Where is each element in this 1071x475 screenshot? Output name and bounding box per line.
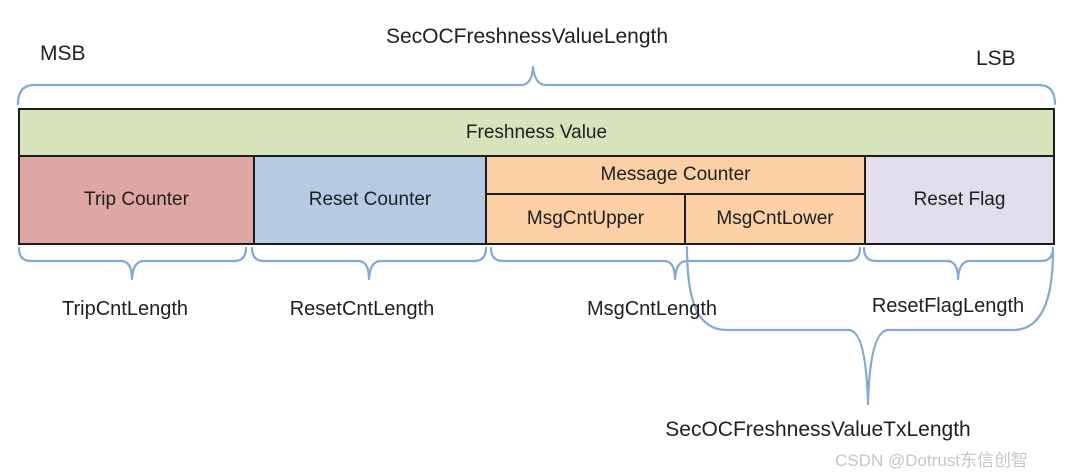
message-counter-group: Message Counter MsgCntUpper MsgCntLower — [487, 157, 866, 243]
trip-counter-cell: Trip Counter — [20, 157, 255, 243]
trip-length-label: TripCntLength — [62, 298, 188, 320]
reset-length-label: ResetCntLength — [289, 298, 435, 320]
msg-cnt-lower-cell: MsgCntLower — [686, 195, 864, 243]
message-counter-cell: Message Counter — [487, 157, 864, 195]
trip-brace — [17, 246, 248, 281]
message-counter-subrow: MsgCntUpper MsgCntLower — [487, 195, 864, 243]
msg-brace — [489, 246, 862, 281]
reset-counter-label: Reset Counter — [308, 189, 432, 210]
flag-brace — [862, 246, 1055, 281]
flag-length-label: ResetFlagLength — [871, 295, 1025, 317]
freshness-value-table: Freshness Value Trip Counter Reset Count… — [18, 108, 1055, 245]
msg-cnt-upper-cell: MsgCntUpper — [487, 195, 686, 243]
top-brace — [16, 65, 1057, 106]
top-length-label: SecOCFreshnessValueLength — [385, 25, 669, 48]
msg-cnt-lower-label: MsgCntLower — [716, 208, 834, 229]
message-counter-label: Message Counter — [600, 164, 751, 185]
freshness-value-label: Freshness Value — [465, 121, 608, 143]
trip-counter-label: Trip Counter — [84, 189, 189, 210]
reset-brace — [250, 246, 488, 281]
tx-length-label: SecOCFreshnessValueTxLength — [665, 418, 971, 441]
tx-brace — [685, 245, 1055, 406]
lsb-label: LSB — [976, 47, 1016, 70]
field-row: Trip Counter Reset Counter Message Count… — [20, 157, 1053, 243]
msg-cnt-upper-label: MsgCntUpper — [526, 208, 645, 229]
reset-flag-label: Reset Flag — [913, 189, 1006, 210]
msg-length-label: MsgCntLength — [586, 298, 718, 320]
msb-label: MSB — [40, 42, 86, 65]
freshness-value-row: Freshness Value — [20, 110, 1053, 157]
reset-flag-cell: Reset Flag — [866, 157, 1053, 243]
watermark: CSDN @Dotrust东信创智 — [835, 451, 1028, 470]
reset-counter-cell: Reset Counter — [255, 157, 487, 243]
